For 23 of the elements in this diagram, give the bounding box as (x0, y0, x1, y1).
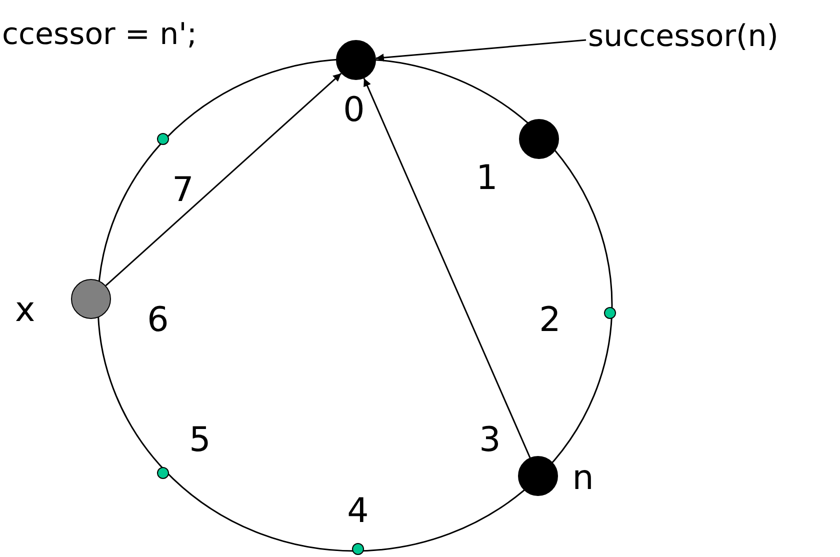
node-number: x (14, 293, 36, 327)
node-label: successor(n) (588, 22, 780, 52)
leader-line (376, 39, 586, 62)
node-number: 6 (147, 303, 169, 337)
node-dot (157, 467, 169, 479)
arrow (363, 78, 531, 458)
node-dot (519, 119, 559, 159)
node-number: 0 (343, 93, 365, 127)
node-dot (518, 456, 558, 496)
arrow (105, 72, 342, 286)
code-text: ccessor = n'; (2, 20, 197, 50)
node-number: 1 (476, 161, 498, 195)
node-dot (604, 307, 616, 319)
node-number: 4 (347, 494, 369, 528)
node-dot (352, 543, 364, 555)
node-number: 7 (172, 173, 194, 207)
node-dot (71, 279, 111, 319)
node-number: 3 (479, 423, 501, 457)
node-number: 2 (539, 303, 561, 337)
node-number: n (572, 461, 594, 495)
node-dot (336, 40, 376, 80)
node-dot (157, 133, 169, 145)
node-number: 5 (189, 423, 211, 457)
